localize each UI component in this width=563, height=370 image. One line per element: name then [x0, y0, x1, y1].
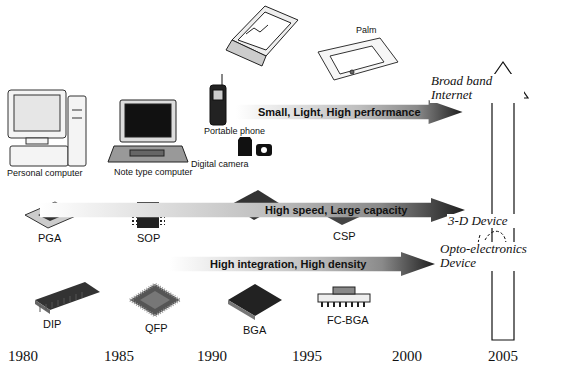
year-label: 2000: [392, 348, 422, 365]
bga-package: [228, 284, 282, 320]
year-label: 1980: [8, 348, 38, 365]
trend-label: 3-D Device: [447, 214, 559, 228]
year-label: 1990: [197, 348, 227, 365]
qfp-package: [130, 284, 180, 316]
dip-package: [35, 282, 100, 314]
package-label: DIP: [43, 318, 61, 330]
package-label: SOP: [137, 232, 160, 244]
package-label: FC-BGA: [327, 314, 369, 326]
device-label: Digital camera: [190, 160, 250, 170]
device-label: Note type computer: [113, 168, 194, 178]
year-label: 2005: [488, 348, 518, 365]
arrow-text: Small, Light, High performance: [258, 106, 421, 118]
year-label: 1985: [104, 348, 134, 365]
trend-label: Opto-electronics Device: [439, 242, 559, 271]
device-label: Palm: [355, 26, 378, 36]
gradient-arrow-band: High speed, Large capacity: [40, 198, 465, 222]
arrow-text: High speed, Large capacity: [265, 204, 407, 216]
laptop: [226, 6, 298, 66]
notebook-computer: [108, 100, 188, 162]
hollow-up-arrow: [478, 62, 528, 340]
year-label: 1995: [292, 348, 322, 365]
package-label: CSP: [333, 230, 356, 242]
palm-device: [318, 38, 398, 80]
device-label: Personal computer: [6, 169, 84, 179]
arrow-text: High integration, High density: [210, 258, 366, 270]
package-label: PGA: [38, 232, 61, 244]
package-label: QFP: [145, 322, 168, 334]
trend-label: Broad band Internet: [430, 74, 524, 103]
fc-bga-package: [318, 287, 370, 307]
gradient-arrow-band: High integration, High density: [170, 252, 435, 276]
device-label: Portable phone: [203, 127, 266, 137]
package-label: BGA: [243, 324, 266, 336]
gradient-arrow-band: Small, Light, High performance: [236, 100, 463, 124]
personal-computer: [8, 90, 86, 166]
portable-phone: [210, 74, 226, 125]
